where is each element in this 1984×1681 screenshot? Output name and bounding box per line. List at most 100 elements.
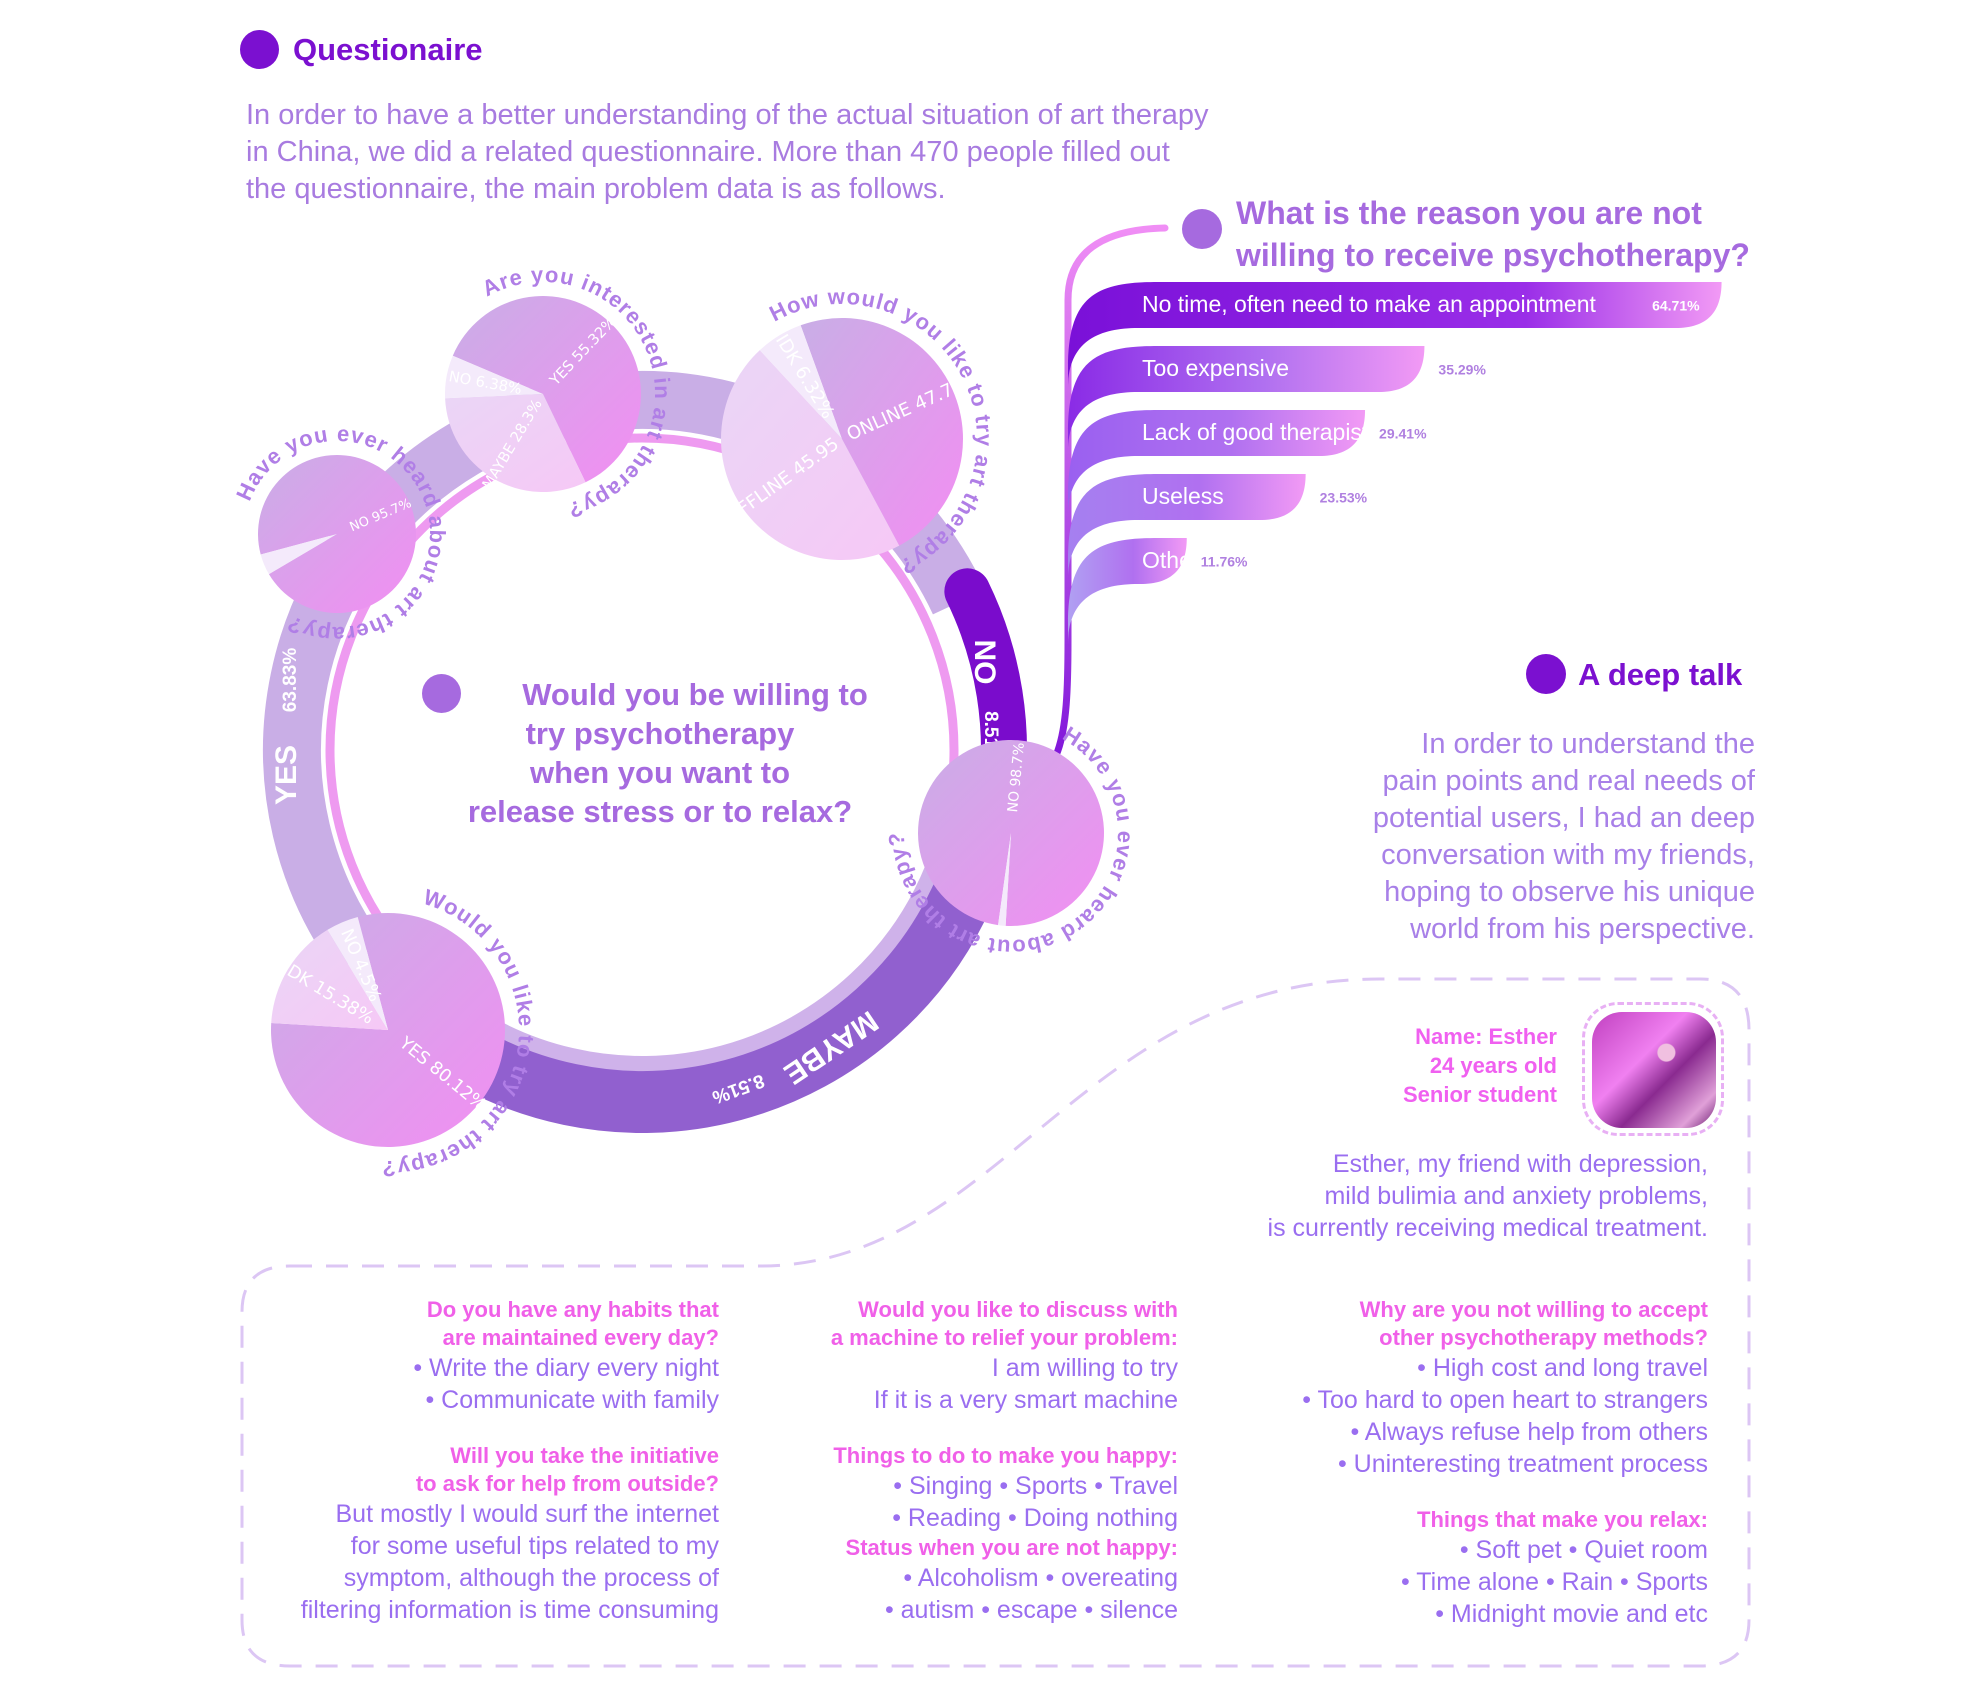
interview-question: Do you have any habits that [426, 1297, 719, 1322]
pie-slice [327, 916, 388, 1030]
avatar-frame [1582, 1002, 1724, 1136]
interview-answer: for some useful tips related to my [350, 1532, 719, 1560]
pie-slice [271, 929, 388, 1030]
interview-answer: filtering information is time consuming [300, 1596, 719, 1624]
intro-line: In order to have a better understanding … [246, 99, 1209, 131]
interview-answer: • autism • escape • silence [884, 1596, 1178, 1624]
bar-category-label: Others [1142, 547, 1211, 573]
interview-question: are maintained every day? [442, 1325, 719, 1350]
pie-slice [918, 740, 1105, 927]
yes-band-pct: 63.83% [280, 648, 301, 713]
description-line: Esther, my friend with depression, [1332, 1150, 1708, 1178]
pie-slice [260, 534, 337, 575]
intro-line: potential users, I had an deep [1372, 802, 1755, 834]
maybe-band [404, 862, 995, 1133]
pie-chart: NO 95.7%Have you ever heard about art th… [231, 421, 449, 647]
questionnaire-title: Questionaire [293, 32, 483, 67]
interview-question: Things that make you relax: [1417, 1507, 1708, 1532]
interview-column-3: Why are you not willing to accept other p… [1302, 1296, 1708, 1630]
reason-bullet-icon [1182, 209, 1222, 249]
interview-answer: But mostly I would surf the internet [335, 1500, 719, 1528]
interview-question: Why are you not willing to accept [1359, 1297, 1708, 1322]
intro-line: world from his perspective. [1410, 913, 1755, 945]
pie-slice-label: NO 98.7% [1005, 742, 1028, 813]
maybe-inner-band [443, 864, 941, 1072]
center-question: Would you be willing to try psychotherap… [420, 675, 900, 831]
reason-chart-title: What is the reason you are not willing t… [1236, 195, 1750, 273]
interview-question: to ask for help from outside? [415, 1471, 719, 1496]
deep-talk-intro: In order to understand the pain points a… [1373, 726, 1755, 948]
pie-slice [998, 833, 1011, 926]
profile-age: 24 years old [1429, 1053, 1557, 1078]
spacer [831, 1416, 1178, 1442]
questionnaire-intro: In order to have a better understanding … [246, 97, 1208, 208]
bar-category-label: No time, often need to make an appointme… [1142, 291, 1597, 317]
dashed-outline [240, 977, 1751, 1668]
intro-line: in China, we did a related questionnaire… [246, 136, 1170, 168]
interview-question: Would you like to discuss with [858, 1297, 1178, 1322]
pie-slice [759, 325, 842, 439]
interview-answer: • Soft pet • Quiet room [1459, 1536, 1708, 1564]
bar-value-label: 29.41% [1379, 426, 1427, 442]
question-line: release stress or to relax? [467, 794, 853, 829]
interview-question: Status when you are not happy: [845, 1535, 1178, 1560]
yes-band-label: YES [270, 745, 303, 805]
intro-line: pain points and real needs of [1382, 765, 1755, 797]
reason-bar-chart: No time, often need to make an appointme… [1068, 282, 1722, 644]
bar-value-label: 23.53% [1320, 490, 1368, 506]
interview-answer: If it is a very smart machine [873, 1386, 1178, 1414]
pie-slice [452, 296, 641, 483]
interview-column-2: Would you like to discuss with a machine … [831, 1296, 1178, 1626]
profile-name: Name: Esther [1415, 1024, 1557, 1049]
bar [1068, 346, 1425, 452]
bar-value-label: 11.76% [1201, 554, 1248, 570]
bar-category-label: Too expensive [1142, 355, 1289, 381]
question-line: Would you be willing to [522, 677, 868, 712]
center-question-bullet-icon [422, 674, 461, 713]
pie-slice [445, 355, 543, 399]
bar [1068, 538, 1187, 644]
interview-question: Things to do to make you happy: [833, 1443, 1178, 1468]
interview-question: other psychotherapy methods? [1379, 1325, 1708, 1350]
interview-column-1: Do you have any habits that are maintaine… [301, 1296, 719, 1626]
pie-slice [445, 394, 586, 493]
intro-line: In order to understand the [1421, 728, 1755, 760]
spacer [301, 1416, 719, 1442]
deep-talk-bullet-icon [1526, 654, 1566, 694]
intro-line: the questionnaire, the main problem data… [246, 173, 946, 205]
interview-answer: • Always refuse help from others [1350, 1418, 1708, 1446]
interview-question: a machine to relief your problem: [830, 1325, 1178, 1350]
interview-answer: • Alcoholism • overeating [903, 1564, 1178, 1592]
pie-chart: NO 98.7%Have you ever heard about art th… [884, 721, 1137, 960]
bar [1068, 410, 1366, 516]
deep-talk-title: A deep talk [1578, 657, 1743, 692]
intro-line: conversation with my friends, [1381, 839, 1755, 871]
interview-answer: • Reading • Doing nothing [892, 1504, 1178, 1532]
pie-chart: YES 80.12%IDK 15.38%NO 4.5%Would you lik… [271, 884, 538, 1181]
avatar [1592, 1012, 1716, 1128]
questionnaire-bullet-icon [240, 30, 279, 69]
pie-slice [258, 455, 417, 614]
pie-slice [800, 317, 964, 546]
pie-slice [721, 350, 900, 561]
no-band-label: NO [968, 640, 1001, 685]
interview-answer: symptom, although the process of [343, 1564, 719, 1592]
bar [1068, 474, 1306, 580]
bar-category-label: Lack of good therapist [1142, 419, 1369, 445]
spacer [1302, 1480, 1708, 1506]
interview-answer: • Write the diary every night [413, 1354, 719, 1382]
interview-answer: • Communicate with family [425, 1386, 719, 1414]
interview-answer: • Too hard to open heart to strangers [1302, 1386, 1708, 1414]
bar-category-label: Useless [1142, 483, 1224, 509]
interview-answer: • High cost and long travel [1417, 1354, 1708, 1382]
interview-answer: • Uninteresting treatment process [1337, 1450, 1708, 1478]
question-line: try psychotherapy [525, 716, 795, 751]
interview-answer: I am willing to try [991, 1354, 1178, 1382]
interview-question: Will you take the initiative [450, 1443, 719, 1468]
description-line: is currently receiving medical treatment… [1267, 1214, 1708, 1242]
profile-info: Name: Esther 24 years old Senior student [1403, 1022, 1557, 1109]
bar-value-label: 64.71% [1652, 298, 1700, 314]
profile-occupation: Senior student [1402, 1082, 1557, 1107]
question-line: when you want to [529, 755, 791, 790]
